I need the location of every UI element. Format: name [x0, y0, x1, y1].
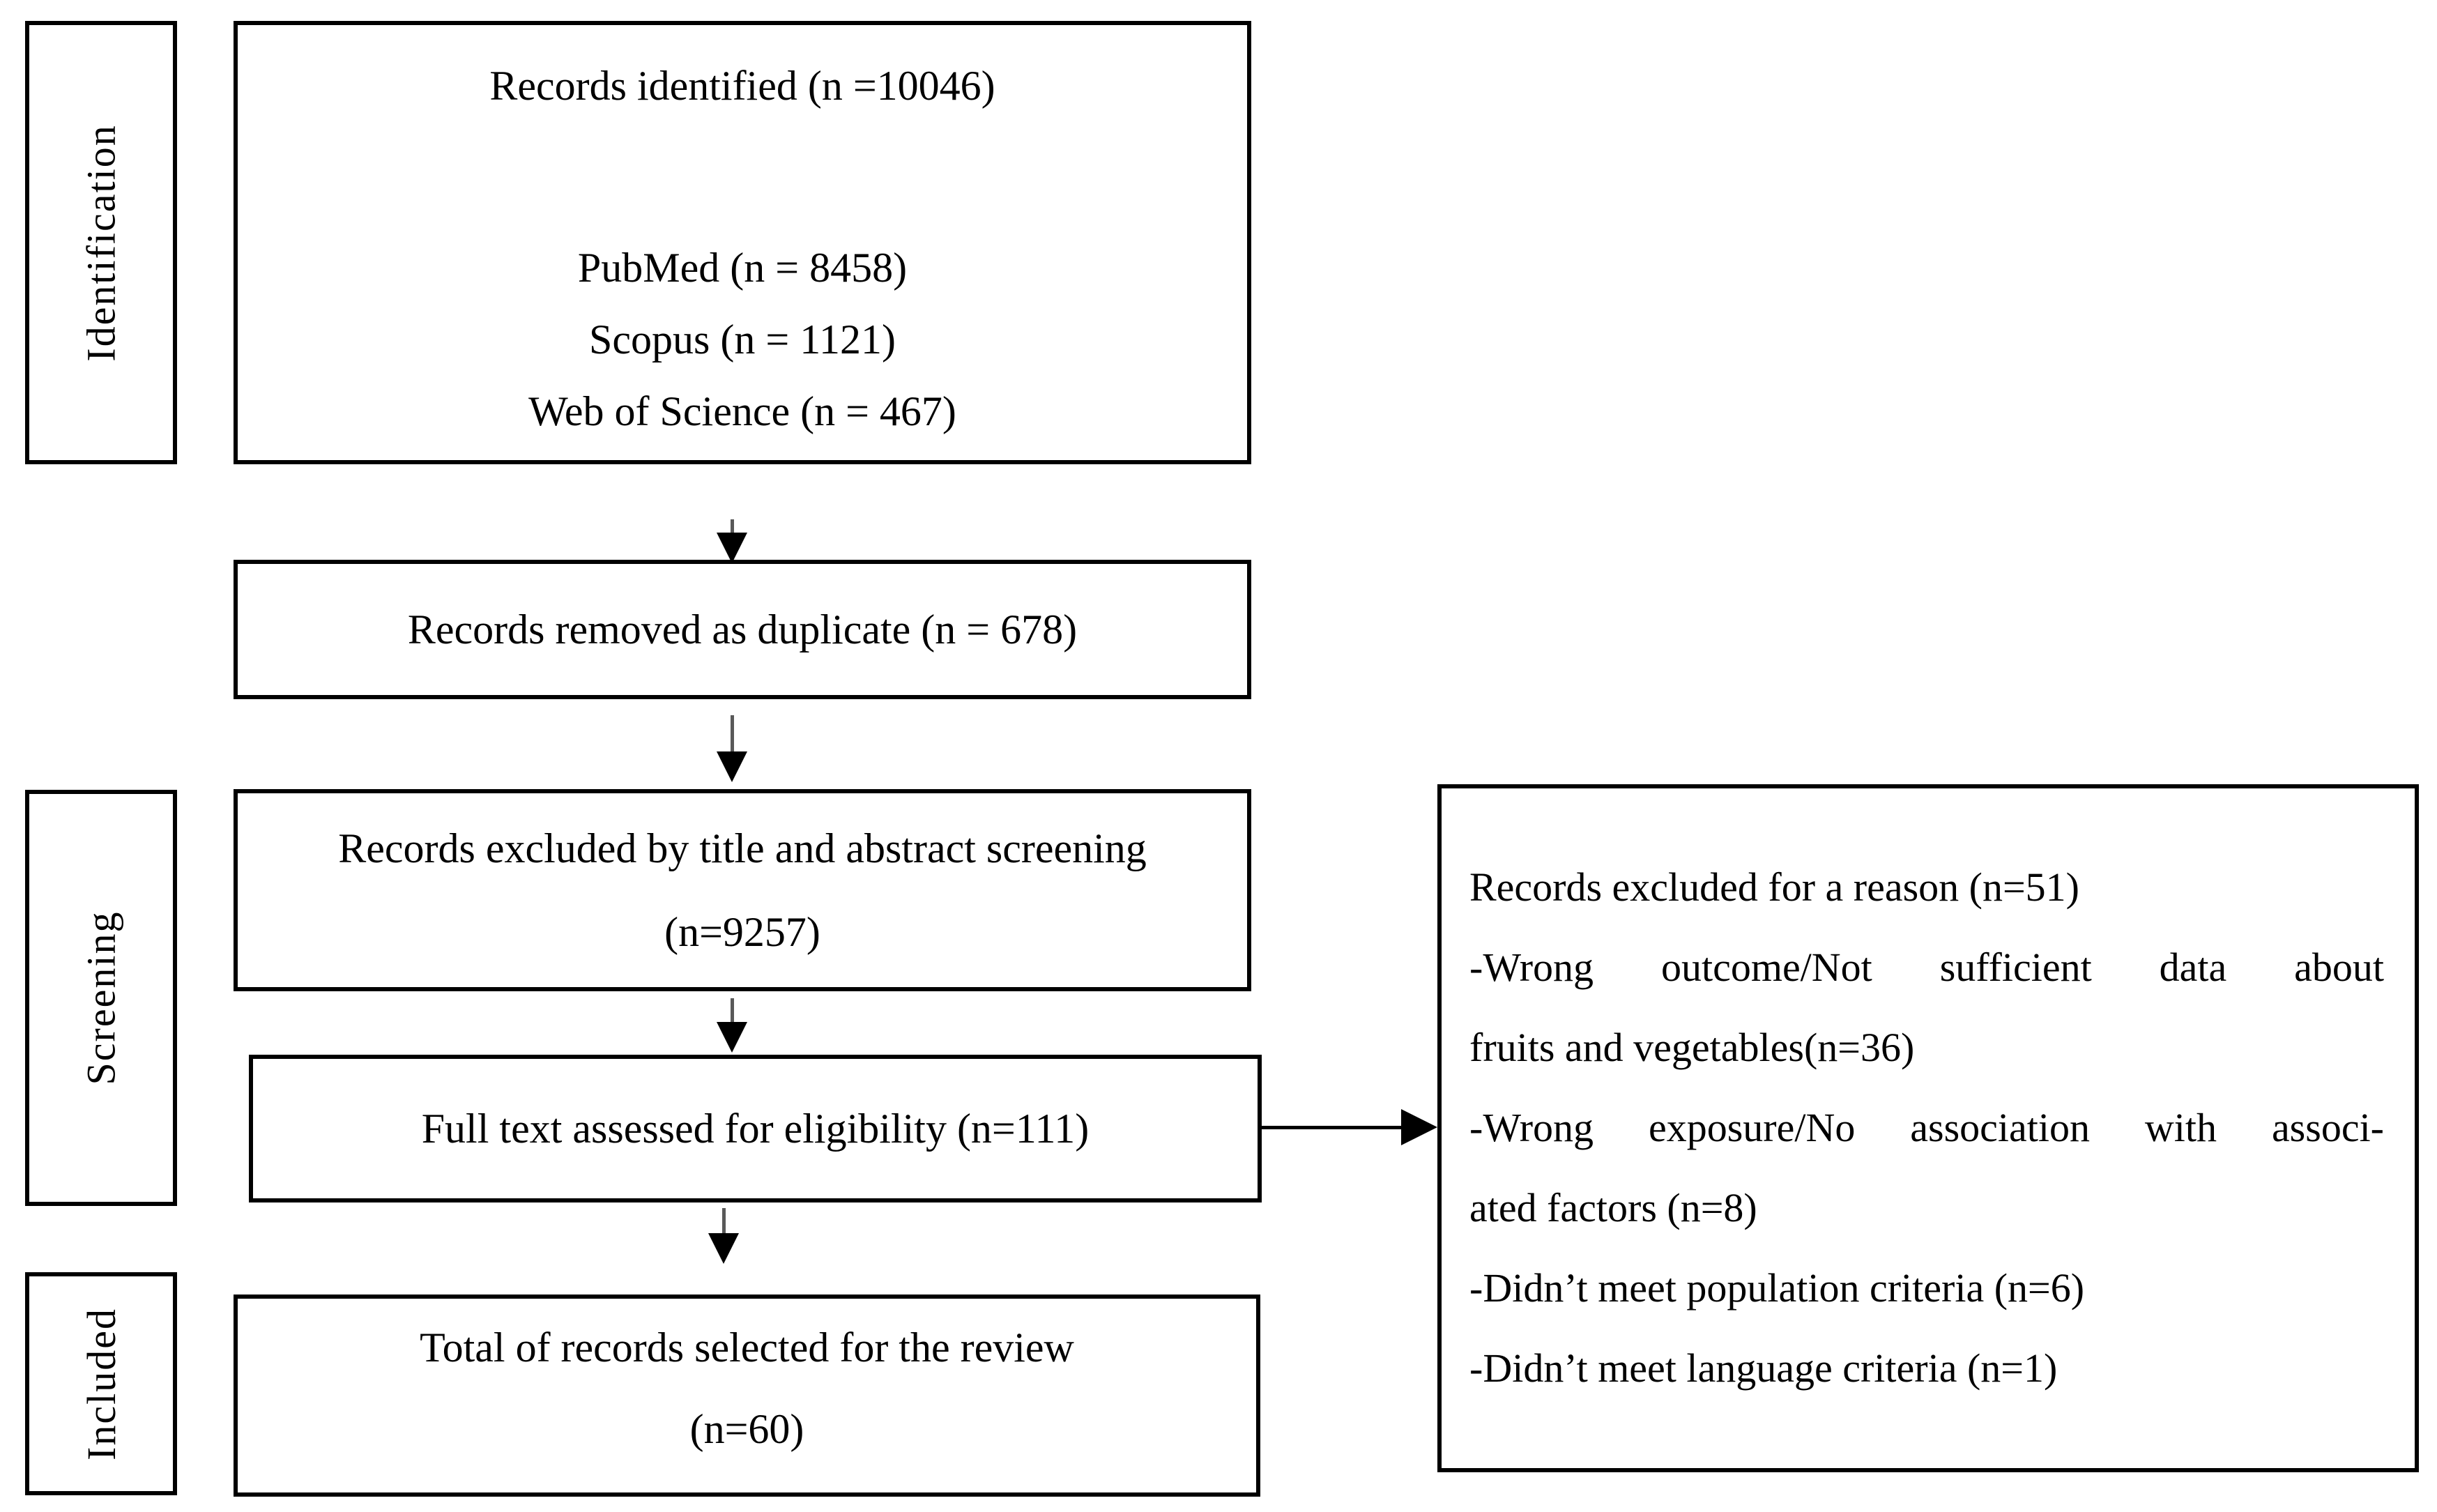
- exclusion-reasons-line: -Didn’t meet language criteria (n=1): [1469, 1345, 2058, 1391]
- stage-box-identification: Identification: [25, 21, 177, 464]
- arrow-excluded-to-fulltext-stem: [731, 998, 734, 1023]
- stage-box-screening: Screening: [25, 790, 177, 1206]
- arrow-identified-to-removed-head: [717, 533, 747, 563]
- stage-label-screening: Screening: [78, 910, 124, 1085]
- total-selected-line1: Total of records selected for the review: [420, 1324, 1074, 1370]
- records-removed-box: Records removed as duplicate (n = 678): [234, 560, 1251, 699]
- records-identified-box: Records identified (n =10046) PubMed (n …: [234, 21, 1251, 464]
- records-excluded-line1: Records excluded by title and abstract s…: [338, 825, 1147, 871]
- exclusion-reasons-line: -Wrong exposure/No association with asso…: [1469, 1105, 2384, 1150]
- exclusion-reasons-line: -Wrong outcome/Not sufficient data about: [1469, 945, 2384, 990]
- records-excluded-box: Records excluded by title and abstract s…: [234, 789, 1251, 991]
- arrow-fulltext-to-reasons-head: [1401, 1109, 1437, 1145]
- records-excluded-line2: (n=9257): [664, 909, 820, 955]
- full-text-text: Full text assessed for eligibility (n=11…: [421, 1106, 1090, 1152]
- arrow-removed-to-excluded-head: [717, 751, 747, 782]
- total-selected-line2: (n=60): [689, 1406, 804, 1452]
- exclusion-reasons-line: Records excluded for a reason (n=51): [1469, 864, 2079, 910]
- source-pubmed: PubMed (n = 8458): [577, 245, 908, 291]
- records-removed-text: Records removed as duplicate (n = 678): [407, 606, 1078, 652]
- exclusion-reasons-line: -Didn’t meet population criteria (n=6): [1469, 1265, 2085, 1311]
- exclusion-reasons-line: fruits and vegetables(n=36): [1469, 1025, 1915, 1070]
- full-text-box: Full text assessed for eligibility (n=11…: [249, 1055, 1262, 1202]
- arrow-excluded-to-fulltext-head: [717, 1022, 747, 1053]
- exclusion-reasons-line: ated factors (n=8): [1469, 1185, 1757, 1230]
- arrow-fulltext-to-reasons-stem: [1262, 1126, 1403, 1129]
- exclusion-reasons-box: Records excluded for a reason (n=51) -Wr…: [1437, 784, 2419, 1472]
- arrow-fulltext-to-total-head: [708, 1233, 739, 1264]
- arrow-fulltext-to-total-stem: [722, 1208, 726, 1235]
- total-selected-box: Total of records selected for the review…: [234, 1295, 1260, 1497]
- stage-label-identification: Identification: [78, 123, 124, 362]
- arrow-removed-to-excluded-stem: [731, 715, 734, 753]
- source-web-of-science: Web of Science (n = 467): [528, 388, 956, 434]
- stage-box-included: Included: [25, 1272, 177, 1495]
- source-scopus: Scopus (n = 1121): [589, 316, 896, 362]
- arrow-identified-to-removed-stem: [731, 519, 734, 540]
- records-identified-title: Records identified (n =10046): [489, 63, 995, 109]
- stage-label-included: Included: [78, 1307, 124, 1460]
